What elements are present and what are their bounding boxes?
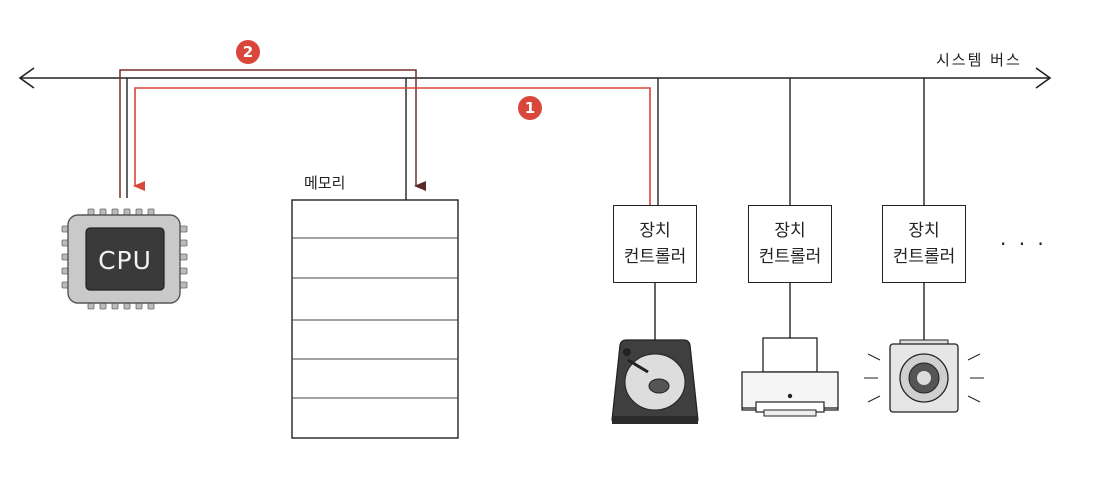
step-badge-2: 2 xyxy=(236,40,260,64)
system-bus xyxy=(18,67,1052,89)
controller-line2: 컨트롤러 xyxy=(892,247,956,267)
memory-block xyxy=(291,199,459,439)
hard-disk-icon xyxy=(611,339,699,424)
controller-line1: 장치 xyxy=(639,221,671,241)
bus-right-arrow-icon xyxy=(1035,67,1052,89)
path-step-2 xyxy=(119,69,426,200)
webcam-icon xyxy=(864,339,984,413)
device-controller-1: 장치 컨트롤러 xyxy=(613,205,697,283)
memory-label: 메모리 xyxy=(304,174,346,192)
bus-left-arrow-icon xyxy=(18,67,35,89)
controller-line2: 컨트롤러 xyxy=(623,247,687,267)
printer-icon xyxy=(741,337,839,417)
cpu-chip-icon xyxy=(61,208,188,310)
device-controller-2: 장치 컨트롤러 xyxy=(748,205,832,283)
more-devices-ellipsis: · · · xyxy=(1000,232,1047,256)
controller-line1: 장치 xyxy=(908,221,940,241)
step-badge-1: 1 xyxy=(518,96,542,120)
system-bus-label: 시스템 버스 xyxy=(936,51,1022,69)
controller-line1: 장치 xyxy=(774,221,806,241)
path-step-1 xyxy=(133,78,659,205)
device-controller-3: 장치 컨트롤러 xyxy=(882,205,966,283)
controller-line2: 컨트롤러 xyxy=(758,247,822,267)
cpu-label: CPU xyxy=(98,246,152,275)
